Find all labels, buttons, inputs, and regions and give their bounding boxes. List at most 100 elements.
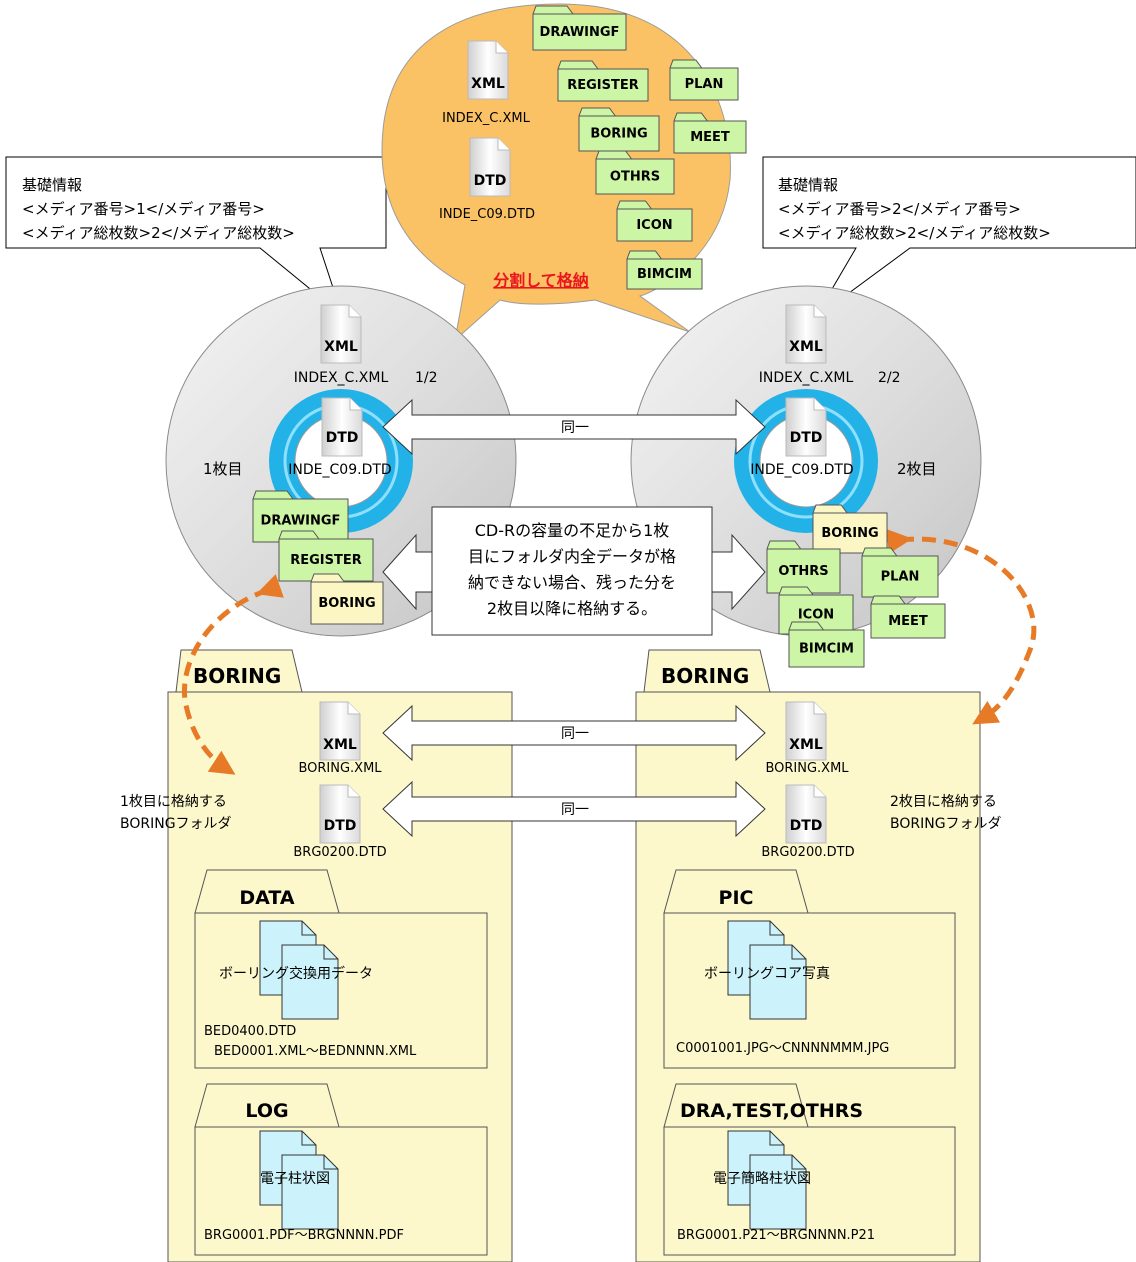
disc2-xml-file-icon: XML (785, 304, 827, 364)
disc1-fraction: 1/2 (415, 370, 438, 386)
speech-callout-right: 基礎情報 <メディア番号>2</メディア番号> <メディア総枚数>2</メディア… (762, 156, 1136, 319)
disc1-dtd-file-icon: DTD (321, 397, 363, 457)
boring1-dtd-file-icon: DTD (319, 784, 361, 844)
same-arrow-index: 同一 (382, 398, 766, 456)
data-file-1: BED0400.DTD (204, 1024, 296, 1039)
xml-label: XML (789, 339, 823, 355)
note-line2: 目にフォルダ内全データが格 (468, 547, 676, 566)
log-file-1: BRG0001.PDF～BRGNNNN.PDF (204, 1228, 404, 1243)
bubble-folder-drawingf: DRAWINGF (532, 5, 627, 51)
boring2-caption-line1: 2枚目に格納する (890, 794, 997, 810)
bubble-folder-boring: BORING (578, 107, 660, 152)
boring1-caption-line1: 1枚目に格納する (120, 794, 227, 810)
same-arrow-boring-xml: 同一 (382, 704, 766, 762)
note-line4: 2枚目以降に格納する。 (487, 599, 657, 618)
callout-right-line2: <メディア番号>2</メディア番号> (778, 200, 1021, 218)
bubble-folder-othrs: OTHRS (595, 150, 675, 195)
disc2-folder-bimcim: BIMCIM (788, 621, 865, 668)
bubble-dtd-filename: INDE_C09.DTD (439, 207, 535, 222)
disc2-folder-meet: MEET (870, 595, 946, 639)
disc1-folder-drawingf-label: DRAWINGF (261, 514, 341, 529)
boring2-caption-line2: BORINGフォルダ (890, 816, 1002, 832)
disc2-fraction: 2/2 (878, 370, 901, 386)
note-line3: 納できない場合、残った分を (468, 573, 676, 592)
log-folder-title: LOG (245, 1100, 288, 1122)
disc2-folder-boring-label: BORING (821, 526, 878, 541)
pic-folder-title: PIC (719, 887, 754, 909)
boring1-xml-filename: BORING.XML (298, 761, 382, 776)
disc2-folder-othrs-label: OTHRS (778, 564, 828, 579)
split-bubble: XML INDEX_C.XML DTD INDE_C09.DTD 分割して格納 (381, 3, 731, 342)
same-label-dtd: 同一 (561, 802, 589, 818)
dtd-label: DTD (326, 430, 359, 446)
disc1-folder-boring: BORING (310, 573, 384, 625)
boring2-xml-filename: BORING.XML (765, 761, 849, 776)
subfolder-log: LOG 電子柱状図 BRG0001.PDF～BRGNNNN.PDF (194, 1083, 488, 1256)
xml-label: XML (323, 737, 357, 753)
data-file-2: BED0001.XML～BEDNNNN.XML (214, 1044, 417, 1059)
data-document-icon (259, 920, 339, 1020)
speech-callout-left: 基礎情報 <メディア番号>1</メディア番号> <メディア総枚数>2</メディア… (5, 156, 387, 317)
log-document-label: 電子柱状図 (260, 1171, 330, 1187)
disc1-xml-file-icon: XML (320, 304, 362, 364)
disc2-xml-filename: INDEX_C.XML (759, 370, 854, 386)
disc2-folder-plan-label: PLAN (881, 570, 920, 585)
dtd-label: DTD (790, 818, 823, 834)
xml-label: XML (324, 339, 358, 355)
boring1-caption-line2: BORINGフォルダ (120, 816, 232, 832)
bubble-folder-othrs-label: OTHRS (610, 170, 660, 185)
bubble-folder-drawingf-label: DRAWINGF (540, 25, 620, 40)
log-document-icon (259, 1130, 339, 1230)
callout-left-line3: <メディア総枚数>2</メディア総枚数> (22, 224, 295, 242)
data-document-label: ボーリング交換用データ (219, 965, 373, 982)
bubble-folder-register-label: REGISTER (567, 78, 639, 93)
bubble-folder-meet-label: MEET (690, 130, 730, 145)
dtd-label: DTD (474, 173, 507, 189)
disc1-folder-register: REGISTER (278, 530, 374, 582)
boring1-dtd-filename: BRG0200.DTD (293, 845, 386, 860)
pic-document-icon (727, 920, 807, 1020)
disc1-label: 1枚目 (203, 460, 243, 478)
subfolder-pic: PIC ボーリングコア写真 C0001001.JPG～CNNNNMMM.JPG (663, 869, 956, 1069)
disc2-folder-bimcim-label: BIMCIM (799, 642, 854, 657)
bubble-folder-register: REGISTER (557, 60, 649, 102)
dra-document-label: 電子簡略柱状図 (713, 1171, 811, 1187)
subfolder-data: DATA ボーリング交換用データ BED0400.DTD BED0001.XML… (194, 869, 488, 1069)
boring2-dtd-file-icon: DTD (785, 784, 827, 844)
note-line1: CD-Rの容量の不足から1枚 (475, 521, 670, 540)
dashed-arrow-left (181, 574, 284, 775)
bubble-xml-file-icon: XML (467, 40, 509, 100)
dtd-label: DTD (790, 430, 823, 446)
pic-document-label: ボーリングコア写真 (704, 966, 830, 982)
disc2-dtd-filename: INDE_C09.DTD (750, 462, 853, 478)
bubble-folder-icon: ICON (616, 200, 693, 242)
xml-label: XML (789, 737, 823, 753)
subfolder-dra-test-othrs: DRA,TEST,OTHRS 電子簡略柱状図 BRG0001.P21～BRGNN… (663, 1083, 956, 1256)
bubble-dtd-file-icon: DTD (469, 137, 511, 197)
bubble-folder-plan-label: PLAN (685, 77, 724, 92)
disc2-folder-boring: BORING (812, 504, 888, 554)
same-label-xml: 同一 (561, 726, 589, 742)
boring2-xml-file-icon: XML (785, 701, 827, 761)
disc1-folder-boring-label: BORING (318, 596, 375, 611)
dra-document-icon (727, 1130, 807, 1230)
boring1-xml-file-icon: XML (319, 701, 361, 761)
dtd-label: DTD (324, 818, 357, 834)
note-arrow: CD-Rの容量の不足から1枚 目にフォルダ内全データが格 納できない場合、残った… (382, 506, 766, 636)
disc2-folder-plan: PLAN (861, 547, 939, 598)
boring1-title: BORING (193, 664, 281, 688)
xml-label: XML (471, 76, 505, 92)
dra-folder-title: DRA,TEST,OTHRS (680, 1100, 863, 1122)
disc2-folder-meet-label: MEET (888, 614, 928, 629)
data-folder-title: DATA (239, 887, 294, 909)
disc1-xml-filename: INDEX_C.XML (294, 370, 389, 386)
boring2-title: BORING (661, 664, 749, 688)
split-storage-label: 分割して格納 (493, 271, 589, 290)
callout-right-line1: 基礎情報 (778, 176, 838, 194)
disc1-dtd-filename: INDE_C09.DTD (288, 462, 391, 478)
bubble-folder-bimcim: BIMCIM (626, 250, 703, 290)
pic-file-1: C0001001.JPG～CNNNNMMM.JPG (676, 1041, 889, 1056)
disc2-folder-icon-label: ICON (798, 608, 834, 623)
